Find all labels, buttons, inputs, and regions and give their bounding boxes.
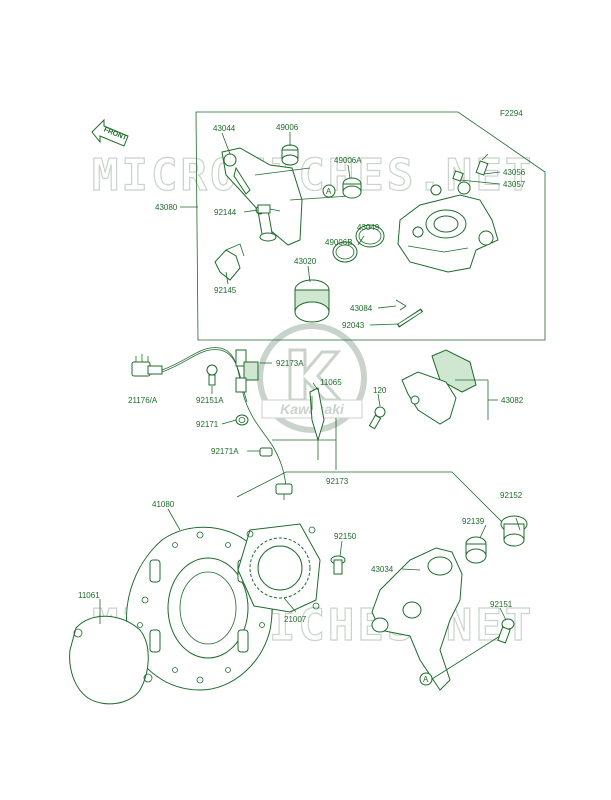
label-11061: 11061 [78,591,100,600]
label-92150: 92150 [334,532,357,541]
boot-49006 [281,144,299,166]
seal-43049 [355,224,385,248]
label-41080: 41080 [152,500,175,509]
label-49006A: 49006A [334,156,362,165]
label-21007: 21007 [284,615,307,624]
bolt-92151 [497,618,515,644]
sensor-wire [161,347,287,487]
label-21176A: 21176/A [128,396,158,405]
watermark-top: MICROFICHES.NET [92,150,534,201]
label-92171A: 92171A [211,447,239,456]
label-43034: 43034 [371,565,394,574]
label-120: 120 [373,386,387,395]
label-92151: 92151 [490,600,513,609]
label-92173A: 92173A [276,359,304,368]
boot-49006A [342,177,362,199]
collar-92139 [465,536,487,564]
label-49006: 49006 [276,123,299,132]
sensor-connector-21176 [131,354,163,377]
label-92139: 92139 [462,517,485,526]
label-92144: 92144 [214,208,237,217]
caliper-assembly-frame [195,111,546,341]
bolt-92151A [206,364,218,386]
label-92152: 92152 [500,491,523,500]
label-43056: 43056 [503,168,526,177]
wheel-speed-sensor [275,483,293,500]
cap-43057 [452,170,464,182]
label-43082: 43082 [501,396,524,405]
diagram-id: F2294 [500,109,523,118]
label-43084: 43084 [350,304,373,313]
leader-lines [99,132,521,624]
pin-92043 [396,308,424,328]
caliper-holder-43034 [371,547,463,691]
caliper-body [397,181,499,273]
label-43044: 43044 [213,124,236,133]
clip-92145 [214,249,241,281]
bolt-92150 [330,555,346,575]
bolt-92144 [257,204,281,214]
bolt-120 [368,406,386,430]
grommet-92171 [235,414,249,426]
ref-marker-top [322,184,336,198]
sensor-rotor-21007 [237,523,321,613]
label-43049: 43049 [357,223,380,232]
label-92145: 92145 [214,286,237,295]
brake-pads-43082 [401,349,477,425]
bushing-92152 [500,515,528,547]
piston-43020 [294,279,330,323]
label-49006B: 49006B [325,238,353,247]
ref-marker-bottom-label: A [423,675,429,684]
gasket-11061 [69,615,149,705]
ref-marker-top-label: A [326,187,332,196]
clip-43084 [395,299,407,311]
label-92043: 92043 [342,321,365,330]
label-43057: 43057 [503,180,526,189]
clamp-92173A [235,349,259,393]
front-arrow-icon: FRONT [91,118,129,147]
grommet-92171A [259,447,273,457]
bleeder-43056 [475,153,489,176]
label-92173: 92173 [326,477,349,486]
label-92171: 92171 [196,420,219,429]
label-43080: 43080 [155,203,178,212]
label-92151A: 92151A [196,396,224,405]
label-43020: 43020 [294,257,317,266]
label-11065: 11065 [320,378,342,387]
